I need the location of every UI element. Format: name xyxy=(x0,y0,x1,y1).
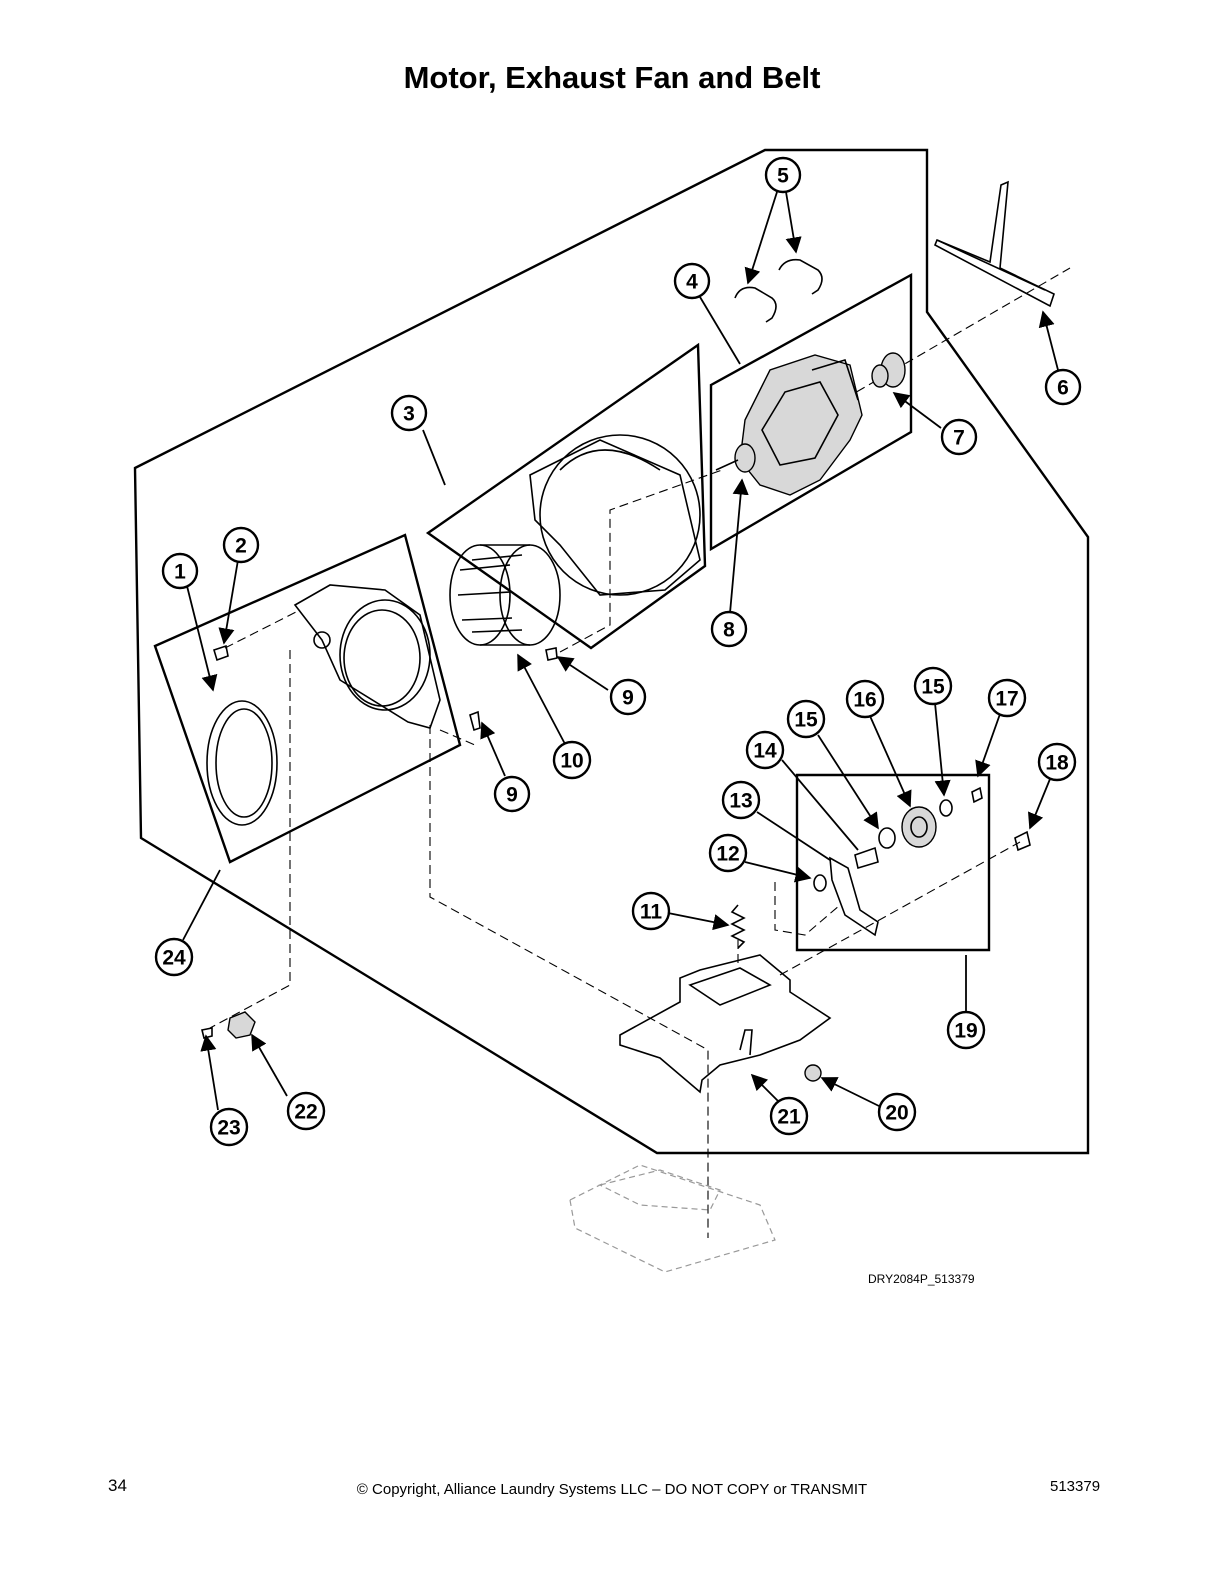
svg-text:18: 18 xyxy=(1045,752,1069,775)
callout-14: 14 xyxy=(745,730,785,770)
svg-text:19: 19 xyxy=(954,1020,977,1043)
callout-18: 18 xyxy=(1037,742,1077,782)
svg-text:9: 9 xyxy=(506,784,518,807)
drive-motor xyxy=(715,354,863,496)
svg-text:14: 14 xyxy=(753,740,777,763)
svg-text:11: 11 xyxy=(640,901,663,924)
svg-text:20: 20 xyxy=(885,1102,908,1125)
svg-text:15: 15 xyxy=(794,709,818,732)
callout-16: 16 xyxy=(845,679,885,719)
svg-text:4: 4 xyxy=(686,271,698,294)
callout-17: 17 xyxy=(987,678,1027,718)
callout-1: 1 xyxy=(161,552,199,590)
blower-wheel xyxy=(449,544,561,646)
motor-mount-base xyxy=(619,954,832,1094)
callout-7: 7 xyxy=(940,418,978,456)
svg-text:21: 21 xyxy=(777,1106,801,1129)
callout-24: 24 xyxy=(154,937,194,977)
idler-spring xyxy=(730,904,746,949)
callout-19: 19 xyxy=(946,1010,986,1050)
svg-text:15: 15 xyxy=(921,676,945,699)
svg-text:22: 22 xyxy=(294,1101,317,1124)
drive-belt xyxy=(933,180,1055,308)
callout-9-upper: 9 xyxy=(609,678,647,716)
callout-22: 22 xyxy=(286,1091,326,1131)
frame-motor xyxy=(709,272,913,552)
svg-text:1: 1 xyxy=(174,561,186,584)
svg-text:12: 12 xyxy=(716,843,739,866)
callout-6: 6 xyxy=(1044,368,1082,406)
svg-text:6: 6 xyxy=(1057,377,1069,400)
drawing-id: DRY2084P_513379 xyxy=(868,1272,975,1286)
svg-text:3: 3 xyxy=(403,403,415,426)
callout-13: 13 xyxy=(721,780,761,820)
leader-lines xyxy=(182,191,1059,1111)
ghost-cabinet-base xyxy=(569,1164,776,1273)
svg-text:23: 23 xyxy=(217,1117,240,1140)
outer-assembly-frame xyxy=(133,148,1090,1155)
frame-blower-housing xyxy=(425,342,707,650)
callout-3: 3 xyxy=(390,394,428,432)
ring-seal xyxy=(206,700,278,826)
callout-15-left: 15 xyxy=(786,699,826,739)
hex-nut xyxy=(804,1064,822,1082)
svg-text:5: 5 xyxy=(777,165,789,188)
copyright-notice: © Copyright, Alliance Laundry Systems LL… xyxy=(356,1481,868,1498)
svg-text:24: 24 xyxy=(162,947,186,970)
callout-15-right: 15 xyxy=(913,666,953,706)
frame-rear-housing xyxy=(153,533,462,864)
thermostat xyxy=(201,1011,256,1039)
page-number: 34 xyxy=(108,1476,127,1495)
idler-assembly xyxy=(813,786,1031,937)
svg-text:8: 8 xyxy=(723,619,735,642)
callout-23: 23 xyxy=(209,1107,249,1147)
svg-text:9: 9 xyxy=(622,687,634,710)
callout-8: 8 xyxy=(710,610,748,648)
frame-idler-assembly xyxy=(795,773,991,952)
motor-pulley xyxy=(871,352,906,388)
callout-21: 21 xyxy=(769,1096,809,1136)
callout-20: 20 xyxy=(877,1092,917,1132)
page-title: Motor, Exhaust Fan and Belt xyxy=(403,60,821,95)
callout-2: 2 xyxy=(222,526,260,564)
blower-housing xyxy=(529,434,701,596)
callout-12: 12 xyxy=(708,833,748,873)
callout-11: 11 xyxy=(631,891,671,931)
svg-text:2: 2 xyxy=(235,535,247,558)
svg-text:13: 13 xyxy=(729,790,752,813)
callout-10: 10 xyxy=(552,740,592,780)
document-number: 513379 xyxy=(1050,1478,1101,1495)
motor-clamps xyxy=(734,258,823,323)
svg-text:17: 17 xyxy=(995,688,1018,711)
rear-housing-plate xyxy=(293,584,441,729)
callout-5: 5 xyxy=(764,156,802,194)
callout-4: 4 xyxy=(673,262,711,300)
callout-9-lower: 9 xyxy=(493,775,531,813)
svg-text:10: 10 xyxy=(560,750,583,773)
svg-text:7: 7 xyxy=(953,427,965,450)
svg-text:16: 16 xyxy=(853,689,876,712)
